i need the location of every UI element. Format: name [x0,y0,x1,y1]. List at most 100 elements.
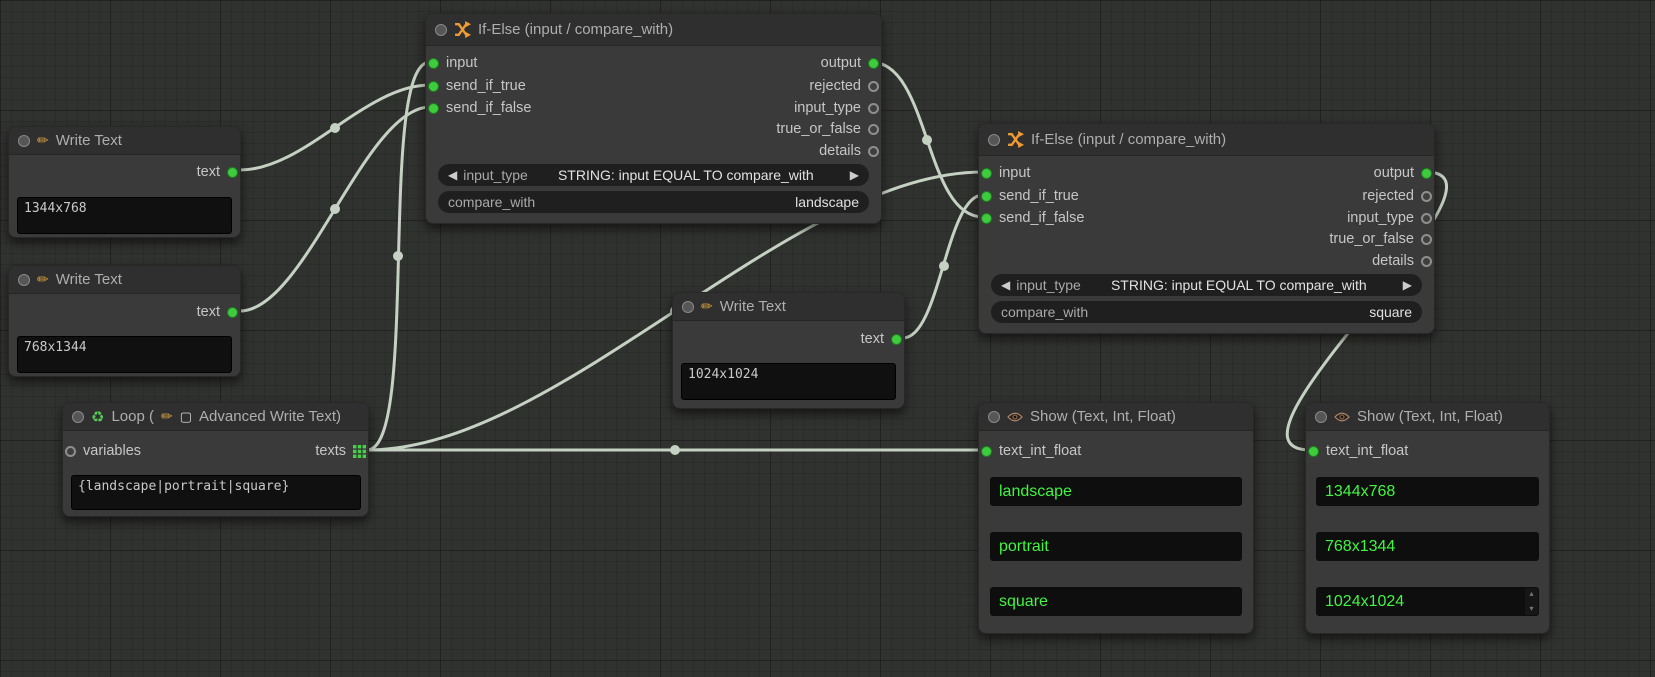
slot-label: input [446,55,478,71]
show-value-box[interactable]: 768x1344 [1316,532,1539,561]
slot-label: rejected [809,78,861,94]
text-widget[interactable]: {landscape|portrait|square} [71,475,361,510]
node-if-else-2[interactable]: If-Else (input / compare_with) input sen… [978,123,1435,334]
output-slot-rejected: rejected [809,77,879,95]
input-dot[interactable] [981,167,992,179]
input-type-combo[interactable]: ◀ input_type STRING: input EQUAL TO comp… [438,164,869,186]
show-value-box[interactable]: portrait [990,532,1242,561]
node-header[interactable]: If-Else (input / compare_with) [426,14,881,46]
node-if-else-1[interactable]: If-Else (input / compare_with) input sen… [425,13,882,224]
output-slot-details: details [1372,252,1432,270]
scroll-down-icon[interactable]: ▾ [1529,604,1534,613]
collapse-dot[interactable] [18,273,30,286]
output-dot[interactable] [868,123,879,135]
node-header[interactable]: ♻ Loop ( ✏ ▢ Advanced Write Text) [63,403,368,431]
text-widget[interactable]: 1344x768 [17,197,232,234]
collapse-dot[interactable] [682,300,694,313]
compare-with-field[interactable]: compare_with square [991,301,1422,323]
compare-with-field[interactable]: compare_with landscape [438,191,869,213]
slot-label: text [196,304,220,320]
slot-label: input_type [1347,210,1414,226]
output-dot[interactable] [868,80,879,92]
show-value-box[interactable]: 1024x1024 ▴ ▾ [1316,587,1539,616]
node-header[interactable]: Show (Text, Int, Float) [979,403,1253,431]
link-midpoint-dot [330,204,340,214]
node-header[interactable]: ✏ Write Text [9,127,240,155]
shuffle-icon [1007,131,1024,148]
slot-label: send_if_false [446,100,532,116]
input-dot[interactable] [981,212,992,224]
combo-next-icon[interactable]: ▶ [1402,278,1412,292]
show-value-box[interactable]: 1344x768 [1316,477,1539,506]
text-widget[interactable]: 1024x1024 [681,363,896,400]
collapse-dot[interactable] [72,410,84,423]
show-value-box[interactable]: landscape [990,477,1242,506]
node-title: Write Text [55,271,122,288]
collapse-dot[interactable] [435,23,447,36]
node-title: Show (Text, Int, Float) [1357,408,1503,425]
input-dot[interactable] [981,190,992,202]
input-dot[interactable] [1308,445,1319,457]
output-dot[interactable] [1421,212,1432,224]
input-dot[interactable] [65,445,76,457]
output-slot-output: output [1374,164,1432,182]
node-header[interactable]: Show (Text, Int, Float) [1306,403,1549,431]
output-dot[interactable] [1421,233,1432,245]
node-show-1[interactable]: Show (Text, Int, Float) text_int_float l… [978,402,1254,634]
combo-prev-icon[interactable]: ◀ [1001,278,1011,292]
link-midpoint-dot [670,445,680,455]
slot-label: text [860,331,884,347]
input-dot[interactable] [428,80,439,92]
input-dot[interactable] [428,57,439,69]
list-grid-icon[interactable] [353,444,366,458]
output-dot[interactable] [868,145,879,157]
node-loop-advanced-write-text[interactable]: ♻ Loop ( ✏ ▢ Advanced Write Text) variab… [62,402,369,517]
output-dot[interactable] [1421,255,1432,267]
output-slot-input-type: input_type [1347,209,1432,227]
output-dot[interactable] [868,102,879,114]
output-dot[interactable] [891,333,902,345]
output-dot[interactable] [1421,190,1432,202]
slot-label: rejected [1362,188,1414,204]
output-slot-texts: texts [315,442,366,460]
node-write-text-2[interactable]: ✏ Write Text text 768x1344 [8,265,241,377]
show-value-box[interactable]: square [990,587,1242,616]
text-widget[interactable]: 768x1344 [17,336,232,373]
input-slot-send-if-false: send_if_false [981,209,1084,227]
node-write-text-1[interactable]: ✏ Write Text text 1344x768 [8,126,241,238]
collapse-dot[interactable] [988,410,1000,423]
node-title: Show (Text, Int, Float) [1030,408,1176,425]
link-midpoint-dot [922,135,932,145]
node-title: If-Else (input / compare_with) [478,21,674,38]
node-write-text-3[interactable]: ✏ Write Text text 1024x1024 [672,292,905,409]
scroll-arrows[interactable]: ▴ ▾ [1525,588,1538,615]
scroll-up-icon[interactable]: ▴ [1529,589,1534,598]
link-midpoint-dot [393,251,403,261]
slot-label: text_int_float [1326,443,1409,459]
output-dot[interactable] [868,57,879,69]
input-dot[interactable] [981,445,992,457]
field-label: compare_with [1001,304,1089,320]
slot-label: details [1372,253,1414,269]
collapse-dot[interactable] [1315,410,1327,423]
output-dot[interactable] [1421,167,1432,179]
eye-icon [1007,411,1023,423]
pencil-icon: ✏ [701,298,713,314]
combo-next-icon[interactable]: ▶ [849,168,859,182]
slot-label: texts [315,443,346,459]
input-type-combo[interactable]: ◀ input_type STRING: input EQUAL TO comp… [991,274,1422,296]
output-dot[interactable] [227,166,238,178]
node-header[interactable]: ✏ Write Text [673,293,904,321]
node-show-2[interactable]: Show (Text, Int, Float) text_int_float 1… [1305,402,1550,634]
combo-prev-icon[interactable]: ◀ [448,168,458,182]
collapse-dot[interactable] [988,133,1000,146]
output-slot-true-or-false: true_or_false [776,120,879,138]
node-header[interactable]: ✏ Write Text [9,266,240,294]
output-dot[interactable] [227,306,238,318]
node-header[interactable]: If-Else (input / compare_with) [979,124,1434,156]
collapse-dot[interactable] [18,134,30,147]
combo-value: STRING: input EQUAL TO compare_with [1110,277,1367,293]
input-dot[interactable] [428,102,439,114]
node-title: Write Text [719,298,786,315]
